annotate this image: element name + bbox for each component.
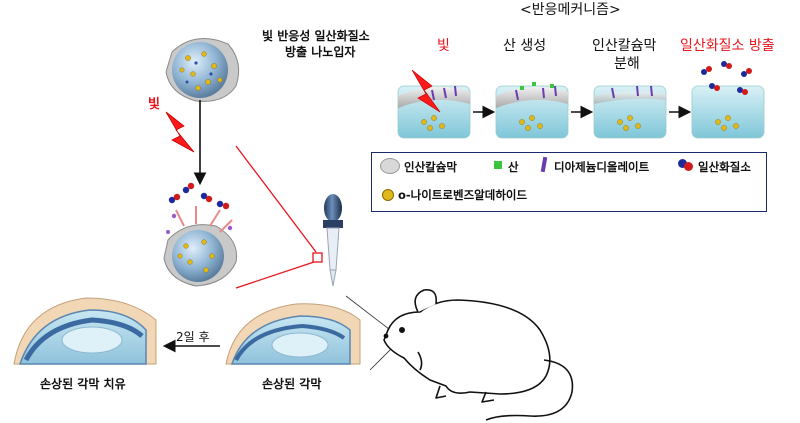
membrane-icon <box>380 158 400 174</box>
mechanism-panels <box>397 61 765 139</box>
legend-diazeniumdiolate: 디아제늄디올레이트 <box>554 160 650 174</box>
damaged-eye <box>225 303 361 365</box>
nanoparticle-top <box>165 38 240 102</box>
after-days-label: 2일 후 <box>176 330 210 344</box>
legend-nitrobenzaldehyde: o-나이트로벤즈알데하이드 <box>398 188 528 202</box>
mechanism-title: <반응메커니즘> <box>520 2 621 18</box>
lightning-icon <box>165 111 195 153</box>
nanoparticle-title-line2: 방출 나노입자 <box>285 45 356 59</box>
step-no-release: 일산화질소 방출 <box>680 38 775 54</box>
panel-acid <box>495 82 569 139</box>
panel-light <box>397 69 471 139</box>
healed-eye <box>13 297 157 365</box>
dropper-icon <box>323 194 343 287</box>
panel-decompose <box>593 85 667 139</box>
nitrobenzaldehyde-icon <box>382 189 394 201</box>
legend-acid: 산 <box>508 160 519 174</box>
panel-no-release <box>691 61 765 139</box>
legend-nitric-oxide: 일산화질소 <box>698 160 751 174</box>
nanoparticle-releasing <box>163 182 238 287</box>
step-acid: 산 생성 <box>503 38 547 54</box>
lightning-icon <box>411 69 441 113</box>
mouse-illustration <box>383 288 574 421</box>
legend: 인산칼슘막 산 디아제늄디올레이트 일산화질소 o-나이트로벤즈알데하이드 <box>371 152 767 212</box>
nanoparticle-title-line1: 빛 반응성 일산화질소 <box>262 29 370 43</box>
step-decompose: 분해 <box>614 56 640 72</box>
zoom-lines <box>235 145 323 289</box>
light-label: 빛 <box>148 97 160 112</box>
step-membrane: 인산칼슘막 <box>592 38 657 54</box>
acid-icon <box>494 161 502 169</box>
nitric-oxide-icon <box>678 159 687 168</box>
healed-cornea-label: 손상된 각막 치유 <box>40 377 126 391</box>
damaged-cornea-label: 손상된 각막 <box>262 377 322 391</box>
diazeniumdiolate-icon <box>540 156 548 173</box>
step-light: 빛 <box>437 38 450 54</box>
legend-calcium-phosphate: 인산칼슘막 <box>404 160 457 174</box>
